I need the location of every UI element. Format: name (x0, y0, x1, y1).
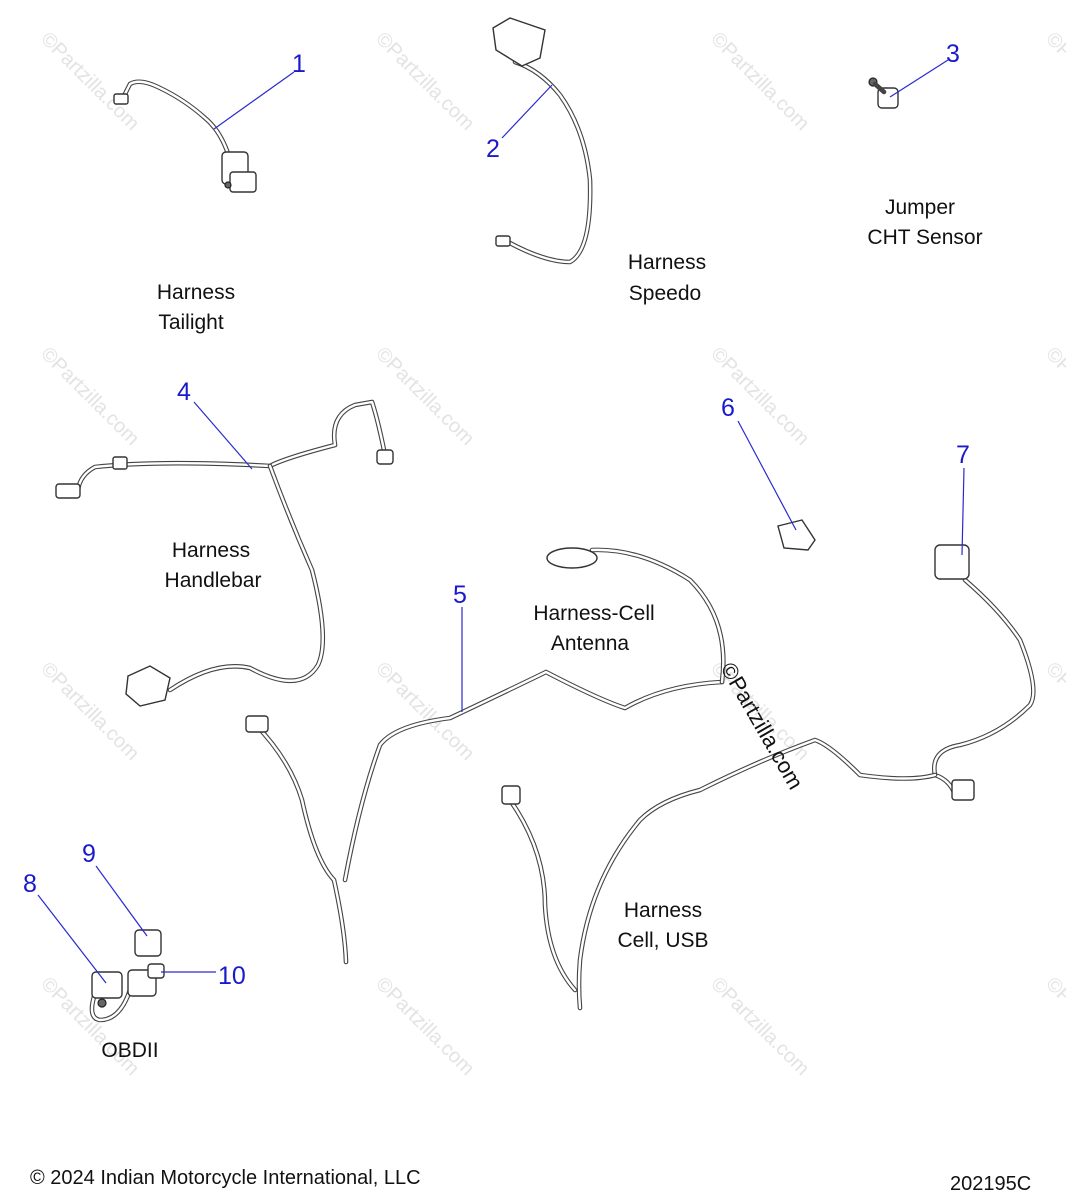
part-8-10-obdii[interactable] (89, 929, 165, 1023)
footer-diagram-code: 202195C (950, 1173, 1031, 1195)
watermark-tile: ©Partzilla.com (371, 343, 478, 450)
part-3-jumper-cht-sensor[interactable] (868, 77, 899, 109)
label-jumper-line2: CHT Sensor (867, 226, 982, 249)
callout-5[interactable]: 5 (453, 581, 467, 609)
label-jumper-line1: Jumper (885, 196, 955, 219)
callout-10[interactable]: 10 (218, 962, 246, 990)
label-handlebar-line1: Harness (172, 539, 250, 562)
part-6-clip[interactable] (777, 519, 816, 551)
label-speedo-line1: Harness (628, 251, 706, 274)
watermark-tile: ©Partzilla.com (1041, 28, 1066, 135)
label-cell-usb-line1: Harness (624, 899, 702, 922)
part-4-handlebar-harness[interactable] (55, 399, 394, 707)
callout-2[interactable]: 2 (486, 135, 500, 163)
watermark-tile: ©Partzilla.com (371, 28, 478, 135)
callout-3[interactable]: 3 (946, 40, 960, 68)
watermark-tile: ©Partzilla.com (36, 343, 143, 450)
label-tailight-line2: Tailight (158, 311, 224, 334)
label-handlebar-line2: Handlebar (165, 569, 262, 592)
callouts: 1 2 3 4 5 6 7 8 9 10 (23, 40, 970, 990)
callout-7[interactable]: 7 (956, 441, 970, 469)
callout-4[interactable]: 4 (177, 378, 191, 406)
callout-6[interactable]: 6 (721, 394, 735, 422)
leader-lines (37, 59, 965, 984)
footer-copyright: © 2024 Indian Motorcycle International, … (30, 1167, 421, 1189)
label-cell-antenna-line2: Antenna (551, 632, 630, 655)
callout-8[interactable]: 8 (23, 870, 37, 898)
part-1-tailight-harness[interactable] (113, 79, 257, 193)
label-obdii: OBDII (101, 1039, 158, 1062)
watermark-tile: ©Partzilla.com (1041, 343, 1066, 450)
label-tailight-line1: Harness (157, 281, 235, 304)
label-cell-usb-line2: Cell, USB (617, 929, 708, 952)
watermark-tile: ©Partzilla.com (36, 658, 143, 765)
watermark-tile: ©Partzilla.com (1041, 973, 1066, 1080)
part-2-speedo-harness[interactable] (492, 17, 593, 265)
callout-1[interactable]: 1 (292, 50, 306, 78)
part-7-cell-usb-harness[interactable] (501, 544, 1036, 1011)
part-5-cell-antenna-harness[interactable] (245, 547, 726, 965)
assembly-labels: Harness Tailight Harness Speedo Jumper C… (101, 196, 982, 1062)
label-cell-antenna-line1: Harness-Cell (533, 602, 654, 625)
watermark-tile: ©Partzilla.com (36, 28, 143, 135)
watermark-tile: ©Partzilla.com (706, 973, 813, 1080)
label-speedo-line2: Speedo (629, 282, 701, 305)
callout-9[interactable]: 9 (82, 840, 96, 868)
watermark-tile: ©Partzilla.com (706, 28, 813, 135)
watermark-tile: ©Partzilla.com (1041, 658, 1066, 765)
watermark-tile: ©Partzilla.com (371, 973, 478, 1080)
